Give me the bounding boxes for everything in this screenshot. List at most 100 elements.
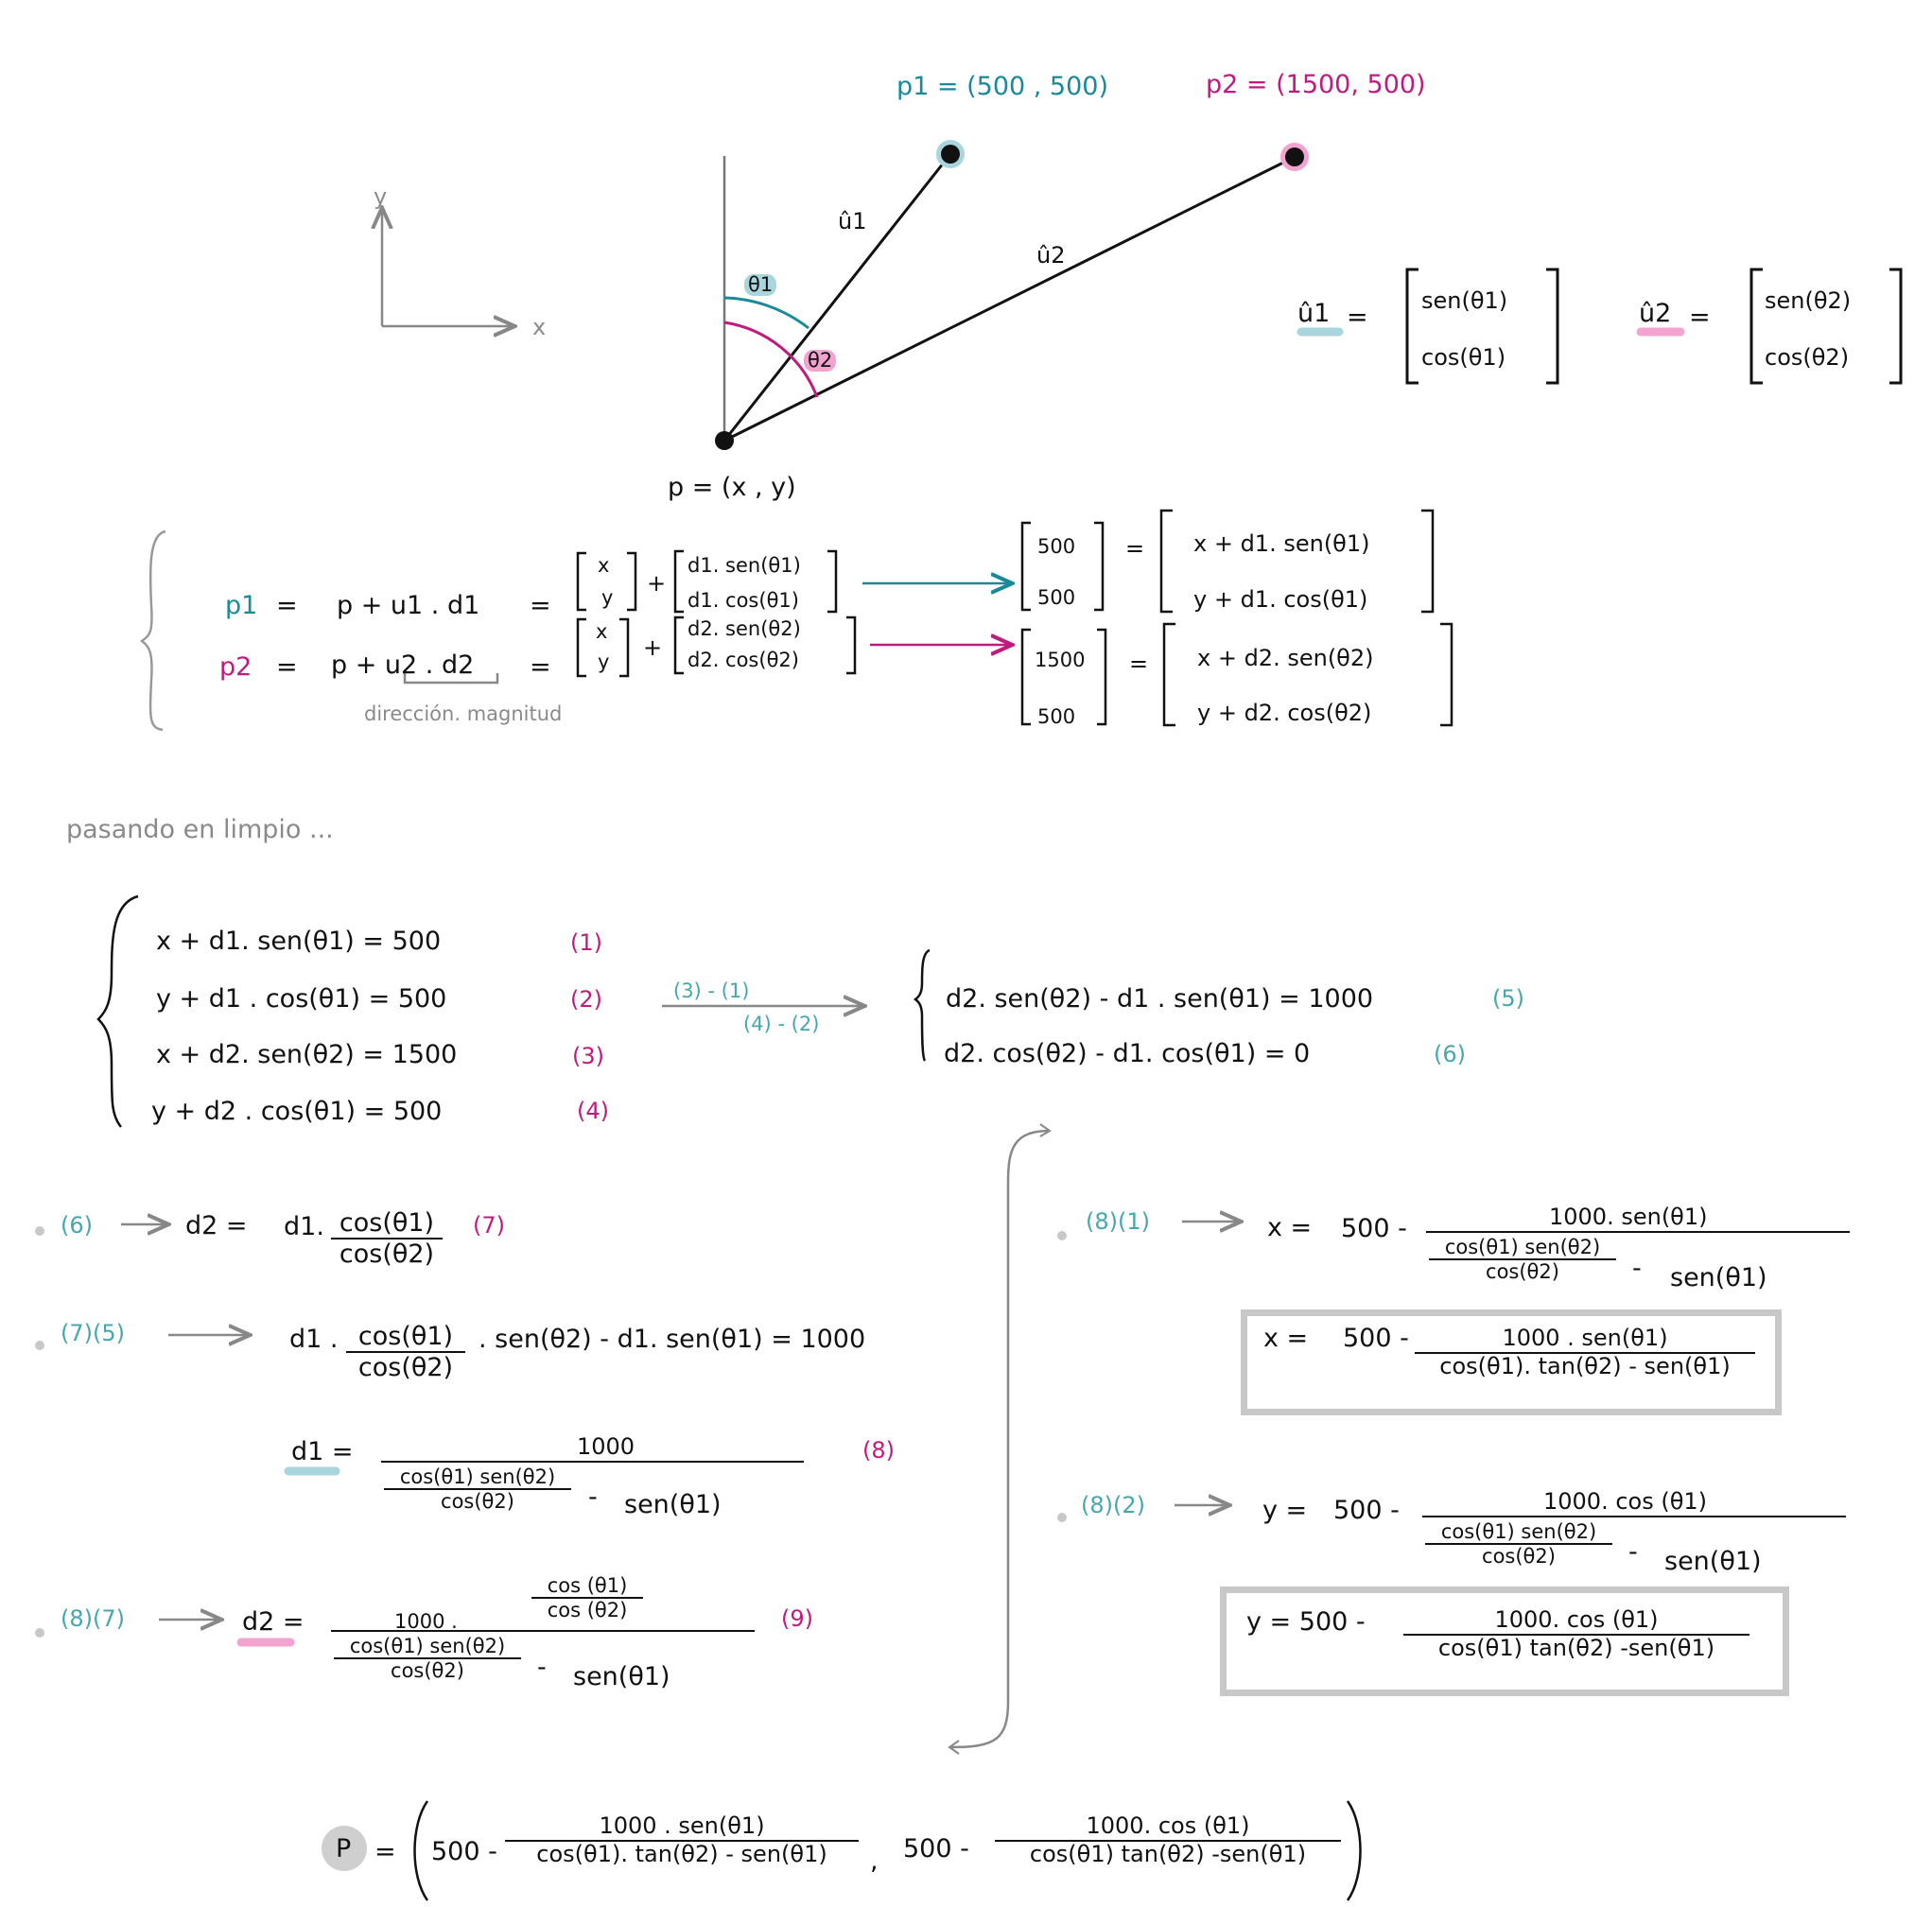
step8-tag: (8) — [862, 1437, 895, 1464]
system1-row2-lhs: p2 — [219, 652, 252, 682]
system1-row1-eq: = — [276, 591, 298, 620]
x-step-minus: - — [1632, 1254, 1642, 1283]
direction-magnitude-note: dirección. magnitud — [364, 702, 563, 725]
step7-ref: (6) — [61, 1212, 93, 1239]
y-box-den: cos(θ1) tan(θ2) -sen(θ1) — [1437, 1634, 1715, 1661]
step75-num: cos(θ1) — [357, 1322, 454, 1351]
system1-row2-eq: = — [276, 652, 298, 682]
row2-vec-b: d2. cos(θ2) — [688, 649, 799, 671]
u2-vector-label: û2 — [1036, 242, 1066, 269]
system1-row2-expr: p + u2 . d2 — [331, 650, 475, 680]
x-box-lhs: x = — [1263, 1324, 1309, 1353]
x-step-tail: sen(θ1) — [1670, 1263, 1767, 1292]
row1-res-a: 500 — [1037, 535, 1076, 558]
step7-pre: d1. — [284, 1212, 324, 1241]
row1-plus: + — [647, 570, 667, 597]
step9-lhs: d2 = — [242, 1607, 305, 1637]
u1-def-row2: cos(θ1) — [1421, 344, 1506, 371]
op-top: (3) - (1) — [673, 980, 750, 1002]
final-y-num: 1000. cos (θ1) — [1086, 1812, 1250, 1839]
x-box-den: cos(θ1). tan(θ2) - sen(θ1) — [1439, 1352, 1731, 1379]
step8-inner-fraction: cos(θ1) sen(θ2) cos(θ2) — [384, 1465, 571, 1513]
final-y-fraction: 1000. cos (θ1) cos(θ1) tan(θ2) -sen(θ1) — [995, 1812, 1341, 1867]
op-bottom: (4) - (2) — [743, 1013, 820, 1035]
u1-def-row1: sen(θ1) — [1421, 287, 1508, 314]
y-step-inner-den: cos(θ2) — [1482, 1545, 1556, 1569]
row2-res-b: 500 — [1037, 705, 1076, 728]
u1-def-lhs: û1 — [1297, 299, 1331, 328]
step7-tag: (7) — [473, 1212, 505, 1239]
x-box-fraction: 1000 . sen(θ1) cos(θ1). tan(θ2) - sen(θ1… — [1415, 1325, 1755, 1379]
row1-eq-sign: = — [1125, 535, 1145, 562]
derived-eq5: d2. sen(θ2) - d1 . sen(θ1) = 1000 — [946, 984, 1374, 1014]
step9-minus: - — [537, 1653, 547, 1682]
axis-y-label: y — [374, 183, 388, 210]
brace-derived — [913, 948, 931, 1062]
axes-icon — [382, 210, 513, 326]
x-box-num: 1000 . sen(θ1) — [1502, 1325, 1668, 1351]
x-box-pre: 500 - — [1343, 1324, 1409, 1353]
x-step-lhs: x = — [1267, 1213, 1313, 1242]
brace-system2 — [96, 894, 139, 1128]
final-eq: = — [374, 1837, 396, 1866]
x-step-inner-fraction: cos(θ1) sen(θ2) cos(θ2) — [1429, 1236, 1616, 1283]
step9-tail: sen(θ1) — [573, 1662, 670, 1691]
y-step-ref: (8)(2) — [1081, 1492, 1145, 1518]
u1-def-eq: = — [1347, 303, 1368, 332]
u1-vector-label: û1 — [838, 208, 867, 234]
final-p-badge — [322, 1826, 367, 1871]
system1-row1-eq2: = — [530, 591, 551, 620]
step7-num: cos(θ1) — [339, 1208, 435, 1238]
x-result-box — [1241, 1309, 1782, 1415]
row2-vec-x: x — [596, 620, 608, 643]
final-x-den: cos(θ1). tan(θ2) - sen(θ1) — [536, 1840, 827, 1867]
row1-res-b: 500 — [1037, 586, 1076, 609]
row2-plus: + — [643, 634, 663, 661]
y-step-lhs: y = — [1262, 1496, 1308, 1525]
sys2-tag1: (1) — [570, 929, 602, 956]
sys2-eq1: x + d1. sen(θ1) = 500 — [156, 927, 442, 956]
clean-heading: pasando en limpio ... — [66, 815, 334, 844]
derived-eq6: d2. cos(θ2) - d1. cos(θ1) = 0 — [944, 1039, 1311, 1068]
y-box-fraction: 1000. cos (θ1) cos(θ1) tan(θ2) -sen(θ1) — [1403, 1606, 1749, 1661]
p1-label: p1 = (500 , 500) — [896, 72, 1108, 101]
derived-tag5: (5) — [1492, 985, 1524, 1012]
row2-vec-y: y — [598, 650, 610, 673]
step75-den: cos(θ2) — [357, 1353, 454, 1383]
step9-tag: (9) — [781, 1605, 813, 1632]
row2-res-a: 1500 — [1035, 649, 1086, 671]
brace-system1 — [139, 529, 166, 732]
connector-bracket — [950, 1129, 1051, 1749]
step8-inner-den: cos(θ2) — [441, 1490, 514, 1514]
step7-den: cos(θ2) — [339, 1240, 435, 1270]
p2-label: p2 = (1500, 500) — [1206, 70, 1426, 99]
theta2-arc — [723, 321, 819, 398]
y-step-minus: - — [1628, 1537, 1638, 1567]
y-result-box — [1220, 1586, 1789, 1696]
sys2-tag2: (2) — [570, 986, 602, 1013]
system1-row1-expr: p + u1 . d1 — [337, 591, 480, 620]
y-step-num: 1000. cos (θ1) — [1543, 1488, 1708, 1515]
sys2-tag3: (3) — [572, 1043, 604, 1069]
row1-rhs-b: y + d1. cos(θ1) — [1193, 586, 1368, 613]
final-y-pre: 500 - — [903, 1834, 969, 1864]
axis-x-label: x — [532, 314, 547, 340]
y-step-tail: sen(θ1) — [1664, 1547, 1762, 1576]
vector-u2-line — [723, 155, 1296, 442]
row1-rhs-a: x + d1. sen(θ1) — [1193, 530, 1370, 557]
final-sep: , — [870, 1846, 879, 1876]
p-label: p = (x , y) — [668, 473, 796, 502]
u2-def-row1: sen(θ2) — [1765, 287, 1852, 314]
final-lhs: P — [336, 1834, 352, 1864]
step9-ref: (8)(7) — [61, 1605, 125, 1632]
y-step-pre: 500 - — [1333, 1496, 1400, 1525]
final-y-den: cos(θ1) tan(θ2) -sen(θ1) — [1029, 1840, 1307, 1867]
step8-minus: - — [588, 1482, 598, 1512]
x-step-ref: (8)(1) — [1086, 1208, 1150, 1235]
step75-fraction: cos(θ1) cos(θ2) — [346, 1322, 465, 1382]
u2-def-eq: = — [1689, 303, 1711, 332]
u2-def-row2: cos(θ2) — [1765, 344, 1850, 371]
sys2-eq2: y + d1 . cos(θ1) = 500 — [156, 984, 447, 1014]
step9-num-frac-num: cos (θ1) — [547, 1574, 628, 1597]
step9-inner-den: cos(θ2) — [391, 1659, 464, 1683]
